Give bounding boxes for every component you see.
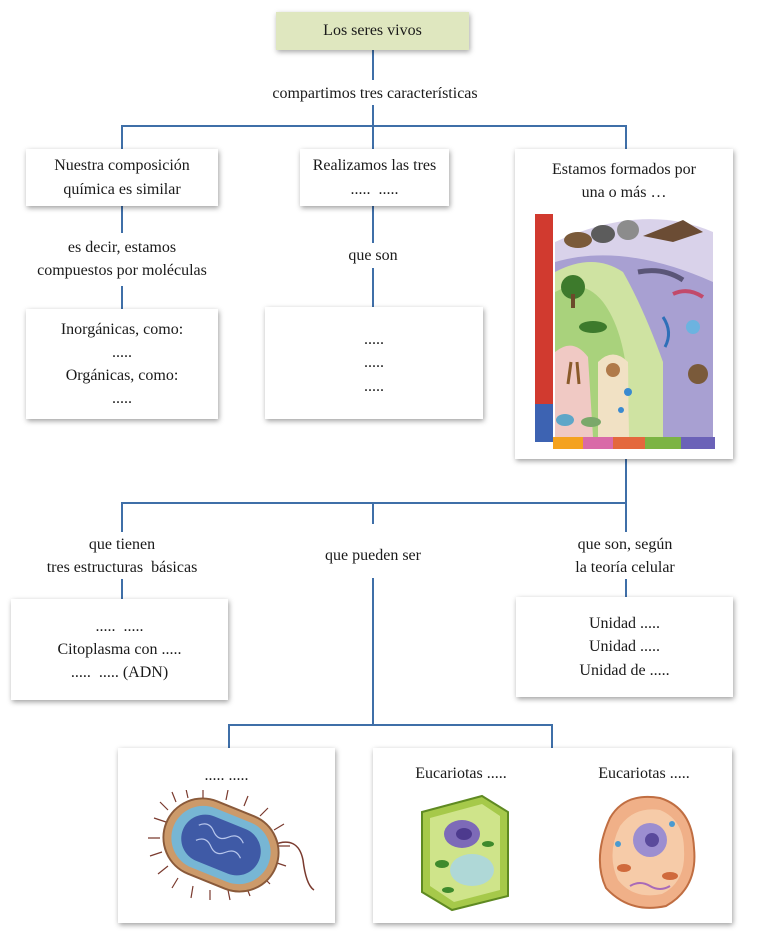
animal-cell-label: Eucariotas ..... [578, 762, 710, 786]
title-text: Los seres vivos [323, 22, 422, 40]
line-title-down [372, 48, 374, 80]
structures-connector-text: que tienen tres estructuras básicas [22, 533, 222, 580]
functions-box: Realizamos las tres ..... ..... [300, 149, 449, 206]
line-lower-center [372, 502, 374, 524]
line-col2-a [372, 205, 374, 243]
line-left-to-structures [121, 578, 123, 600]
functions-list-box: ..... ..... ..... [265, 307, 483, 419]
theory-connector-text: que son, según la teoría celular [540, 533, 710, 580]
structures-box: ..... ..... Citoplasma con ..... ..... .… [11, 599, 228, 700]
plant-cell-illustration [421, 794, 509, 912]
bacterium-illustration [148, 790, 315, 901]
line-lower-right [625, 502, 627, 532]
title-box: Los seres vivos [276, 12, 469, 50]
line-col1-a [121, 205, 123, 233]
line-to-eukaryote [551, 724, 553, 748]
types-connector-text: que pueden ser [305, 544, 441, 568]
connector-top-text: compartimos tres características [240, 82, 510, 106]
line-to-col2 [372, 125, 374, 149]
line-to-col3 [625, 125, 627, 149]
line-to-col1 [121, 125, 123, 149]
line-col1-b [121, 286, 123, 310]
line-right-to-theory [625, 578, 627, 598]
composition-connector-text: es decir, estamos compuestos por molécul… [10, 236, 234, 283]
line-text-down [372, 104, 374, 126]
functions-connector-text: que son [330, 244, 416, 268]
line-to-prokaryote [228, 724, 230, 748]
line-cells-branch [228, 724, 553, 726]
line-center-down [372, 578, 374, 725]
animal-cell-illustration [598, 796, 696, 909]
line-col3-down [625, 459, 627, 503]
molecules-box: Inorgánicas, como: ..... Orgánicas, como… [26, 309, 218, 419]
line-col2-b [372, 268, 374, 308]
line-lower-left [121, 502, 123, 532]
tree-of-life-illustration [533, 212, 717, 452]
plant-cell-label: Eucariotas ..... [395, 762, 527, 786]
cell-theory-box: Unidad ..... Unidad ..... Unidad de ....… [516, 597, 733, 697]
prokaryote-label: ..... ..... [204, 767, 249, 784]
composition-box: Nuestra composición química es similar [26, 149, 218, 206]
